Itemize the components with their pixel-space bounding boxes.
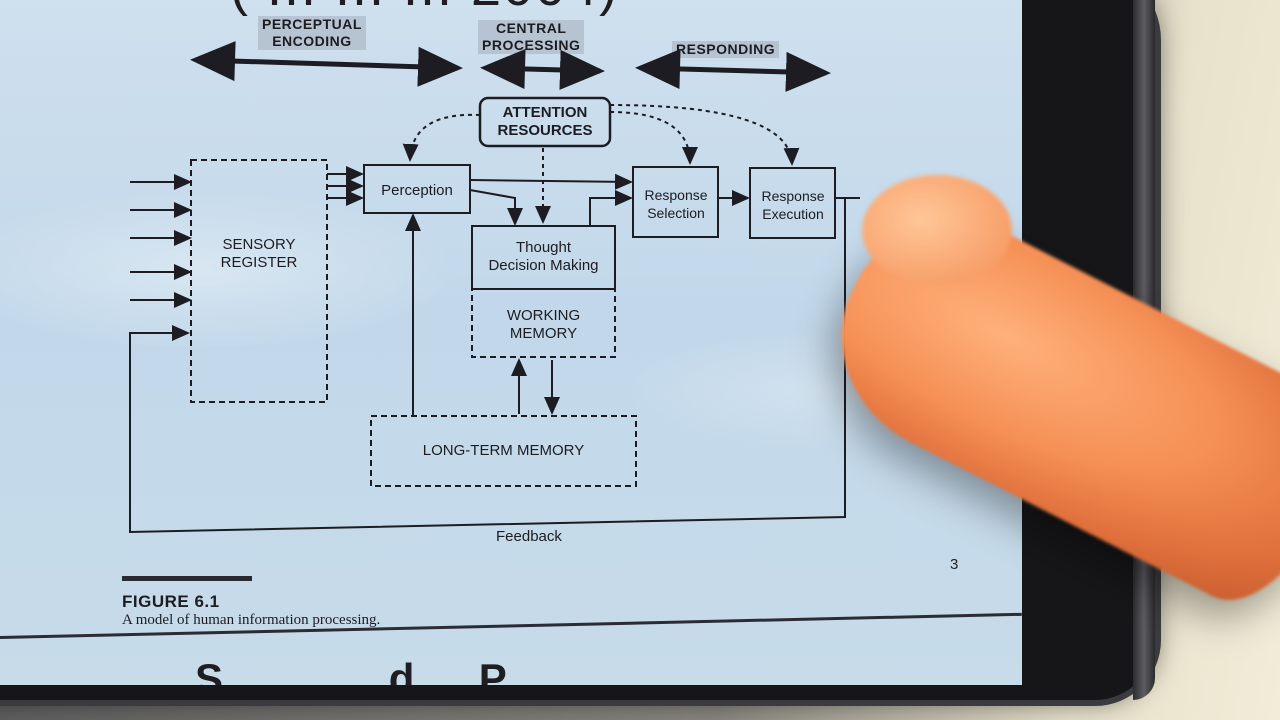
sensory-label: SENSORY REGISTER xyxy=(220,236,298,271)
figure-title: FIGURE 6.1 xyxy=(122,592,220,611)
fingertip xyxy=(862,175,1012,285)
diagram-lines xyxy=(172,41,836,487)
perceptual-arrow xyxy=(190,41,463,87)
central-arrow xyxy=(480,48,605,90)
response-execution-label: Response Execution xyxy=(761,188,825,222)
screen-glare xyxy=(0,190,460,350)
next-slide-title-fragment: S ... ... ... d ... P ... ... xyxy=(195,655,609,685)
working-memory-box xyxy=(471,288,616,358)
figure-caption: A model of human information processing. xyxy=(122,612,381,628)
slide-title-fragment: ( ... ... ... 2004) xyxy=(230,0,619,18)
attention-label: ATTENTION RESOURCES xyxy=(497,104,593,139)
perception-label: Perception xyxy=(381,182,453,199)
response-selection-label: Response Selection xyxy=(644,187,708,221)
thought-label: Thought Decision Making xyxy=(488,239,599,274)
response-execution-box xyxy=(749,167,836,239)
page-number: 3 xyxy=(950,556,959,573)
working-memory-label: WORKING MEMORY xyxy=(506,307,581,342)
stage-arrows xyxy=(190,41,831,92)
long-term-memory-box xyxy=(370,415,637,487)
response-selection-box xyxy=(632,166,719,238)
long-term-memory-label: LONG-TERM MEMORY xyxy=(422,442,585,459)
attention-box xyxy=(478,96,612,148)
responding-arrow xyxy=(635,48,831,92)
figure-rule xyxy=(122,576,252,581)
feedback-label: Feedback xyxy=(496,528,562,545)
sensory-box xyxy=(190,159,328,403)
